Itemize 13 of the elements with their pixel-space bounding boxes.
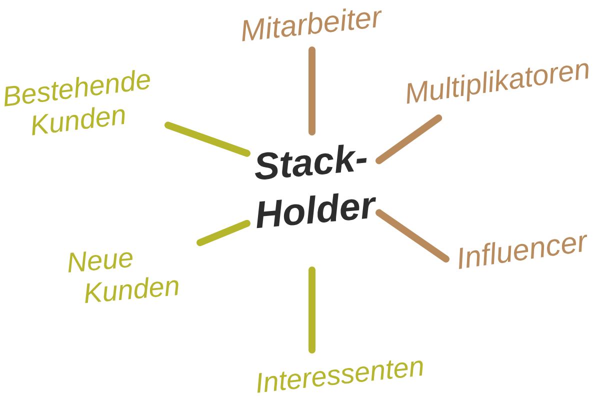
central-topic-label: Stack-Holder [251,136,378,239]
branch-label: Bestehende Kunden [0,62,154,144]
branch-line [376,209,450,262]
branch-line [308,266,316,354]
branch-label: Interessenten [254,351,426,400]
branch-label: Multiplikatoren [402,53,592,112]
branch-line [196,220,250,246]
branch-line [164,122,250,157]
branch-label: Mitarbeiter [238,0,384,48]
branch-label: Neue Kunden [65,240,182,312]
branch-line [308,46,316,136]
branch-label: Influencer [454,225,590,278]
branch-line [376,114,442,164]
